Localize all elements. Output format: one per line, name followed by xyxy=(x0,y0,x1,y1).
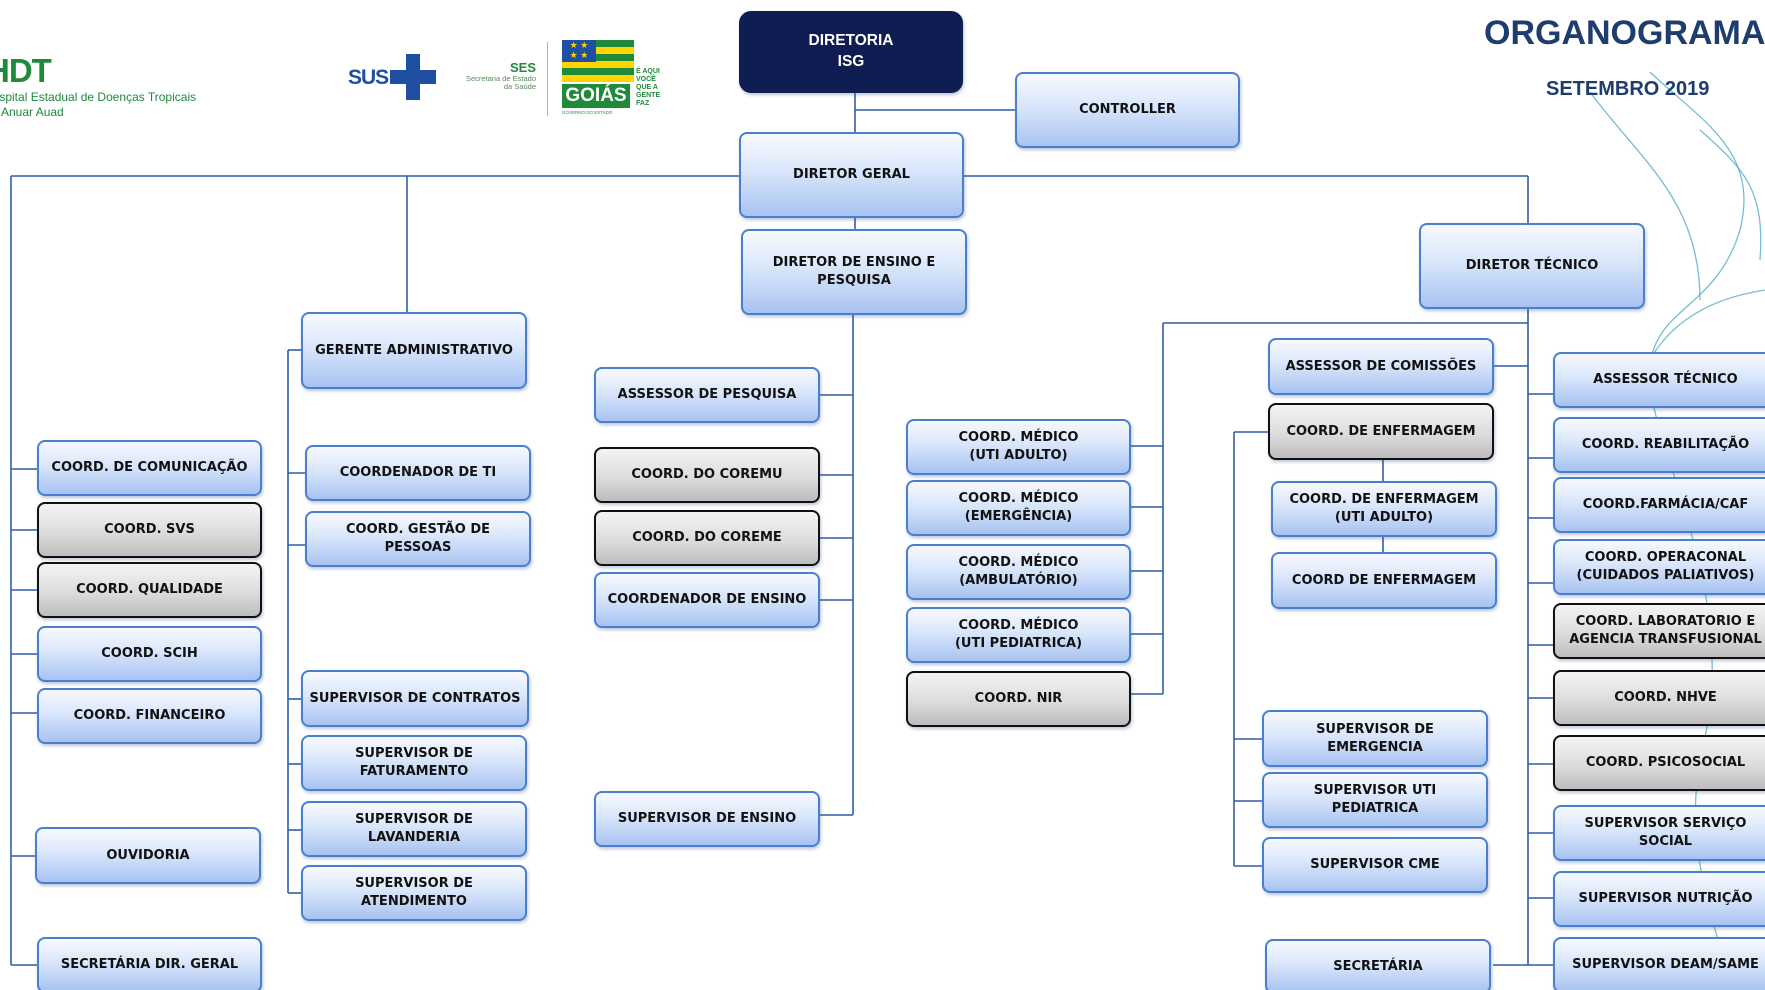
node-coord-laboratorio[interactable]: COORD. LABORATORIO E AGENCIA TRANSFUSION… xyxy=(1553,603,1765,659)
node-supervisor-lavanderia[interactable]: SUPERVISOR DE LAVANDERIA xyxy=(301,801,527,857)
node-coord-psicosocial[interactable]: COORD. PSICOSOCIAL xyxy=(1553,735,1765,791)
node-diretor-geral[interactable]: DIRETOR GERAL xyxy=(739,132,964,218)
node-coord-reabilitacao[interactable]: COORD. REABILITAÇÃO xyxy=(1553,417,1765,473)
node-coord-scih[interactable]: COORD. SCIH xyxy=(37,626,262,682)
node-assessor-tecnico[interactable]: ASSESSOR TÉCNICO xyxy=(1553,352,1765,408)
node-secretaria-dir-geral[interactable]: SECRETÁRIA DIR. GERAL xyxy=(37,937,262,990)
hdt-logo-line1: Hospital Estadual de Doenças Tropicais xyxy=(0,90,197,104)
node-secretaria[interactable]: SECRETÁRIA xyxy=(1265,939,1491,990)
goias-logo-text: GOIÁS xyxy=(562,84,630,108)
node-supervisor-cme[interactable]: SUPERVISOR CME xyxy=(1262,837,1488,893)
goias-slogan: É AQUI VOCÊ QUE A GENTE FAZ xyxy=(636,68,661,107)
node-diretor-ensino-pesquisa[interactable]: DIRETOR DE ENSINO E PESQUISA xyxy=(741,229,967,315)
node-supervisor-deam-same[interactable]: SUPERVISOR DEAM/SAME xyxy=(1553,937,1765,990)
sus-logo: SUS xyxy=(348,54,440,100)
goias-logo: ★ ★★ ★ GOIÁS É AQUI VOCÊ QUE A GENTE FAZ… xyxy=(562,40,672,118)
node-coordenador-ti[interactable]: COORDENADOR DE TI xyxy=(305,445,531,501)
ses-logo-text: SES xyxy=(509,60,536,75)
node-coord-de-enfermagem[interactable]: COORD DE ENFERMAGEM xyxy=(1271,552,1497,609)
page-title: ORGANOGRAMA xyxy=(1484,14,1765,52)
node-coord-svs[interactable]: COORD. SVS xyxy=(37,502,262,558)
node-controller[interactable]: CONTROLLER xyxy=(1015,72,1240,148)
node-coord-medico-ambulatorio[interactable]: COORD. MÉDICO (AMBULATÓRIO) xyxy=(906,544,1131,600)
node-supervisor-faturamento[interactable]: SUPERVISOR DE FATURAMENTO xyxy=(301,735,527,791)
node-coord-medico-uti-adulto[interactable]: COORD. MÉDICO (UTI ADULTO) xyxy=(906,419,1131,475)
node-diretor-tecnico[interactable]: DIRETOR TÉCNICO xyxy=(1419,223,1645,309)
node-supervisor-emergencia[interactable]: SUPERVISOR DE EMERGENCIA xyxy=(1262,710,1488,767)
node-supervisor-atendimento[interactable]: SUPERVISOR DE ATENDIMENTO xyxy=(301,865,527,921)
hdt-logo-line2: Dr. Anuar Auad xyxy=(0,105,64,119)
ses-logo: SES Secretaria de Estado da Saúde xyxy=(450,60,536,100)
ses-logo-subtext: Secretaria de Estado da Saúde xyxy=(465,74,536,92)
node-assessor-pesquisa[interactable]: ASSESSOR DE PESQUISA xyxy=(594,367,820,423)
node-coord-comunicacao[interactable]: COORD. DE COMUNICAÇÃO xyxy=(37,440,262,496)
node-coord-operacional[interactable]: COORD. OPERACONAL (CUIDADOS PALIATIVOS) xyxy=(1553,539,1765,595)
node-coordenador-ensino[interactable]: COORDENADOR DE ENSINO xyxy=(594,572,820,628)
node-coord-financeiro[interactable]: COORD. FINANCEIRO xyxy=(37,688,262,744)
node-coord-qualidade[interactable]: COORD. QUALIDADE xyxy=(37,562,262,618)
node-coord-medico-emergencia[interactable]: COORD. MÉDICO (EMERGÊNCIA) xyxy=(906,480,1131,536)
node-supervisor-uti-pediatrica[interactable]: SUPERVISOR UTI PEDIATRICA xyxy=(1262,772,1488,828)
node-supervisor-contratos[interactable]: SUPERVISOR DE CONTRATOS xyxy=(301,670,529,727)
node-coord-gestao-pessoas[interactable]: COORD. GESTÃO DE PESSOAS xyxy=(305,511,531,567)
node-supervisor-servico-social[interactable]: SUPERVISOR SERVIÇO SOCIAL xyxy=(1553,805,1765,861)
goias-gov-text: GOVERNO DO ESTADO xyxy=(562,110,613,115)
sus-logo-text: SUS xyxy=(348,66,389,89)
node-coord-coremu[interactable]: COORD. DO COREMU xyxy=(594,447,820,503)
node-ouvidoria[interactable]: OUVIDORIA xyxy=(35,827,261,884)
node-coord-nhve[interactable]: COORD. NHVE xyxy=(1553,670,1765,726)
node-coord-enfermagem[interactable]: COORD. DE ENFERMAGEM xyxy=(1268,403,1494,460)
node-coord-enfermagem-uti-adulto[interactable]: COORD. DE ENFERMAGEM (UTI ADULTO) xyxy=(1271,481,1497,537)
hdt-logo: HDT Hospital Estadual de Doenças Tropica… xyxy=(0,52,220,122)
page-subtitle: SETEMBRO 2019 xyxy=(1546,78,1710,100)
node-supervisor-nutricao[interactable]: SUPERVISOR NUTRIÇÃO xyxy=(1553,871,1765,927)
node-coord-medico-uti-pediatrica[interactable]: COORD. MÉDICO (UTI PEDIATRICA) xyxy=(906,607,1131,663)
goias-flag-icon: ★ ★★ ★ xyxy=(562,40,634,112)
logo-divider xyxy=(547,42,548,116)
node-gerente-administrativo[interactable]: GERENTE ADMINISTRATIVO xyxy=(301,312,527,389)
node-coord-farmacia[interactable]: COORD.FARMÁCIA/CAF xyxy=(1553,477,1765,533)
node-supervisor-ensino[interactable]: SUPERVISOR DE ENSINO xyxy=(594,791,820,847)
node-coord-nir[interactable]: COORD. NIR xyxy=(906,671,1131,727)
node-assessor-comissoes[interactable]: ASSESSOR DE COMISSÕES xyxy=(1268,338,1494,395)
hdt-logo-abbr: HDT xyxy=(0,52,52,89)
node-coord-coreme[interactable]: COORD. DO COREME xyxy=(594,510,820,566)
node-diretoria-isg[interactable]: DIRETORIA ISG xyxy=(739,11,963,93)
